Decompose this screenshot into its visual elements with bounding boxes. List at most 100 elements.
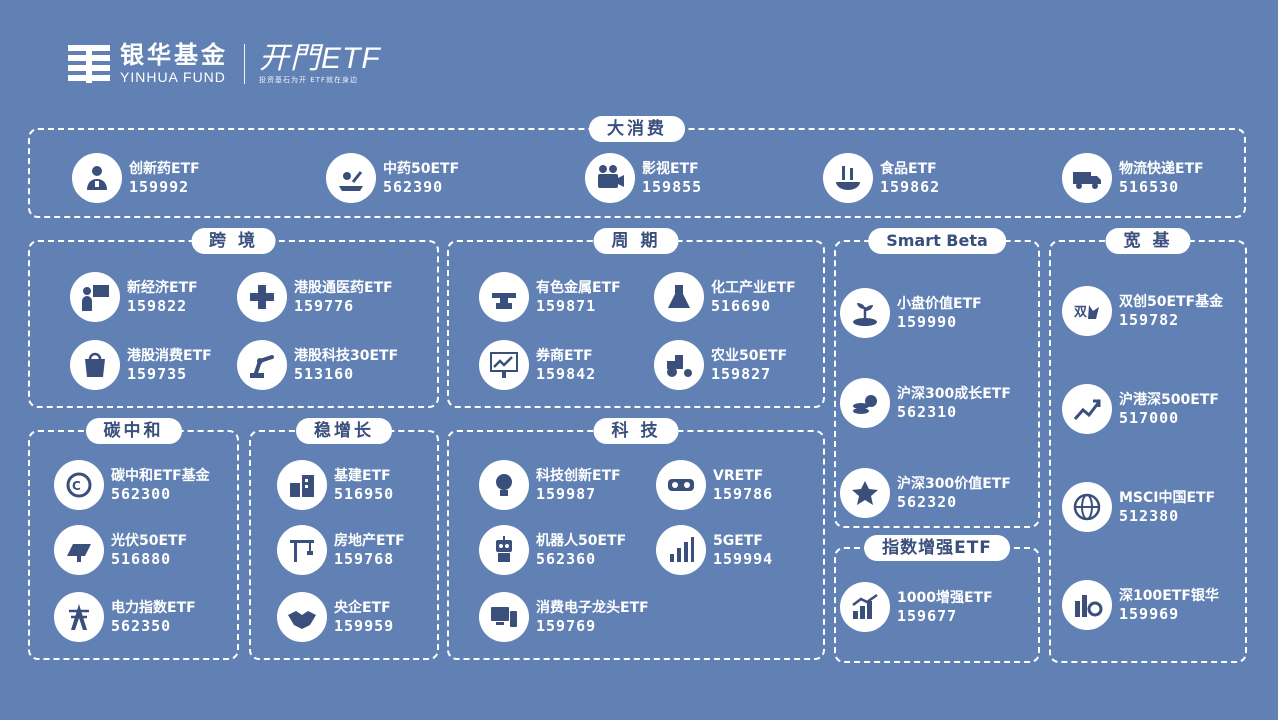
- etf-code: 159677: [897, 607, 958, 625]
- svg-text:C: C: [72, 479, 81, 493]
- vr-headset-icon: [656, 460, 706, 510]
- solar-panel-icon: [54, 525, 104, 575]
- etf-code: 517000: [1119, 409, 1180, 427]
- etf-name: 影视ETF: [642, 161, 699, 177]
- etf-code: 159862: [880, 178, 941, 196]
- anvil-icon: [479, 272, 529, 322]
- etf-code: 516880: [111, 550, 172, 568]
- etf-name: 双创50ETF基金: [1119, 294, 1224, 310]
- electronics-icon: [479, 592, 529, 642]
- etf-code: 562300: [111, 485, 172, 503]
- etf-code: 159855: [642, 178, 703, 196]
- brand-tagline: 投资基石为开 ETF就在身边: [259, 76, 358, 84]
- etf-name: 科技创新ETF: [536, 468, 621, 484]
- etf-name: 碳中和ETF基金: [111, 468, 210, 484]
- brand-header: 银华基金 YINHUA FUND 开門ETF 投资基石为开 ETF就在身边: [66, 38, 381, 90]
- chemistry-icon: [654, 272, 704, 322]
- shopping-icon: [70, 340, 120, 390]
- herbal-medicine-icon: [326, 153, 376, 203]
- delivery-truck-icon: [1062, 153, 1112, 203]
- etf-code: 159822: [127, 297, 188, 315]
- etf-code: 513160: [294, 365, 355, 383]
- group-title: 科 技: [593, 418, 679, 444]
- etf-name: 物流快递ETF: [1119, 161, 1204, 177]
- etf-name: 券商ETF: [536, 348, 593, 364]
- doctor-icon: [72, 153, 122, 203]
- trend-icon: [1062, 384, 1112, 434]
- etf-name: 港股通医药ETF: [294, 280, 393, 296]
- brand-name-cn: 银华基金: [120, 41, 228, 69]
- etf-name: 基建ETF: [334, 468, 391, 484]
- etf-code: 562390: [383, 178, 444, 196]
- bars-icon: [1062, 580, 1112, 630]
- group-title: Smart Beta: [868, 228, 1006, 254]
- etf-code: 159871: [536, 297, 597, 315]
- lightbulb-icon: [479, 460, 529, 510]
- innovation-icon: 双: [1062, 286, 1112, 336]
- etf-code: 159776: [294, 297, 355, 315]
- etf-name: 化工产业ETF: [711, 280, 796, 296]
- value-icon: [840, 468, 890, 518]
- brand-slogan: 开門ETF: [259, 42, 381, 75]
- group-consumer: 大消费: [28, 116, 1246, 218]
- robot-arm-icon: [237, 340, 287, 390]
- group-carbon: 碳中和: [28, 418, 239, 660]
- etf-name: 小盘价值ETF: [897, 296, 982, 312]
- group-broad-base: 宽 基: [1049, 228, 1247, 663]
- handshake-icon: [277, 592, 327, 642]
- signal-icon: [656, 525, 706, 575]
- etf-code: 562310: [897, 403, 958, 421]
- etf-name: 有色金属ETF: [536, 280, 621, 296]
- yinhua-logo-icon: [66, 41, 112, 87]
- etf-code: 159990: [897, 313, 958, 331]
- group-cross-border: 跨 境: [28, 228, 439, 408]
- etf-code: 516690: [711, 297, 772, 315]
- group-title: 宽 基: [1105, 228, 1191, 254]
- etf-code: 159987: [536, 485, 597, 503]
- etf-code: 159827: [711, 365, 772, 383]
- group-title: 稳增长: [296, 418, 392, 444]
- presenter-icon: [70, 272, 120, 322]
- etf-name: 深100ETF银华: [1119, 588, 1219, 604]
- carbon-icon: C: [54, 460, 104, 510]
- etf-code: 562360: [536, 550, 597, 568]
- etf-name: 沪深300成长ETF: [897, 386, 1011, 402]
- etf-code: 516530: [1119, 178, 1180, 196]
- etf-code: 159735: [127, 365, 188, 383]
- medical-icon: [237, 272, 287, 322]
- etf-name: 5GETF: [713, 533, 763, 549]
- group-title: 指数增强ETF: [864, 535, 1010, 561]
